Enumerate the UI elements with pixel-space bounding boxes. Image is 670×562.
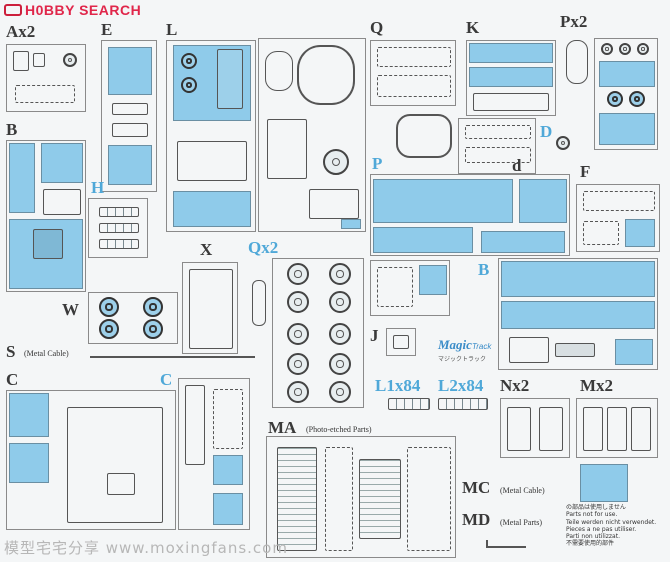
sprue-label-d-lower: d [512,156,522,175]
sprue-ma-note: (Photo-etched Parts) [306,425,372,434]
metal-cable-s [90,356,255,358]
unused-note-zh: 不需要使用的部件 [566,540,615,548]
magic-track-title2: Track [471,342,492,351]
sprue-label-w: W [62,300,79,319]
unused-note-fr: Pieces a ne pas utiliser. [566,525,637,533]
sprue-label-l2x84: L2x84 [438,376,484,395]
sprue-label-qx2: Qx2 [248,238,279,257]
unused-note-en: Parts not for use. [566,511,618,519]
sprue-label-k: K [466,18,480,37]
sprue-label-q: Q [370,18,384,37]
sprue-k [466,40,556,116]
sprue-label-c-mid: C [160,370,173,389]
sprue-label-px2: Px2 [560,12,588,31]
unused-parts-swatch [580,464,628,502]
brand-mark-icon [4,4,22,16]
sprue-h [88,198,148,258]
magic-track-logo: MagicTrack マジックトラック [438,336,492,366]
sprue-label-s: S [6,342,16,361]
sprue-label-b-left: B [6,120,18,139]
sprue-qx2 [272,258,364,408]
d-ring [556,136,570,150]
sprue-label-d-upper: D [540,122,553,141]
sprue-d [458,118,536,174]
track-link-l2 [438,398,488,410]
sprue-p [370,174,570,256]
unused-note-de: Teile werden nicht verwendet. [566,518,657,526]
sprue-label-mc: MC [462,478,491,497]
sprue-md-note: (Metal Parts) [500,518,542,527]
unused-note-it: Parti non utilizzat. [566,533,620,541]
qx2-hub-strip [252,280,266,326]
sprue-mc-note: (Metal Cable) [500,486,545,495]
watermark: 模型宅宅分享 www.moxingfans.com [4,539,288,557]
track-link-l1 [388,398,430,410]
sprue-nx2 [500,398,570,458]
sprue-ax2 [6,44,86,112]
sprue-c-left [6,390,176,530]
sprue-l [166,40,256,232]
sprue-label-l: L [166,20,178,39]
sprue-label-ax2: Ax2 [6,22,36,41]
magic-track-title: Magic [438,337,472,352]
sprue-x [182,262,238,354]
sprue-e [101,40,157,192]
magic-track-sub: マジックトラック [438,356,487,363]
unused-parts-note: の部品は使用しません Parts not for use. Teile werd… [566,504,656,548]
brand-logo[interactable]: H0BBY SEARCH [4,2,141,18]
sprue-label-j: J [370,326,379,345]
sprue-mx2 [576,398,658,458]
sprue-f [576,184,660,252]
sprue-label-md: MD [462,510,491,529]
sprue-ma-photoetch [266,436,456,558]
sprue-j [386,328,416,356]
sprue-label-x: X [200,240,213,259]
sprue-small [370,260,450,316]
sprue-b-left [6,140,86,292]
sprue-label-l1x84: L1x84 [375,376,421,395]
sprue-c-mid [178,378,250,530]
sprue-w [88,292,178,344]
metal-part-md [486,540,526,548]
px2-hub-cluster [566,40,588,84]
sprue-s-note: (Metal Cable) [24,349,69,358]
sprue-label-c-left: C [6,370,19,389]
sprue-label-ma: MA [268,418,297,437]
sprue-px2 [594,38,658,150]
sprue-turret-hull [258,38,366,232]
sprue-b-right [498,258,658,370]
unused-note-ja: の部品は使用しません [566,504,626,511]
brand-name: H0BBY SEARCH [25,2,142,18]
sprue-label-nx2: Nx2 [500,376,530,395]
sprue-label-mx2: Mx2 [580,376,614,395]
sprue-label-f: F [580,162,591,181]
sprue-label-p: P [372,154,383,173]
sprue-label-e: E [101,20,113,39]
turret-ring-octagon [396,114,452,158]
sprue-label-b-right: B [478,260,490,279]
sprue-label-h: H [91,178,105,197]
sprue-q [370,40,456,106]
